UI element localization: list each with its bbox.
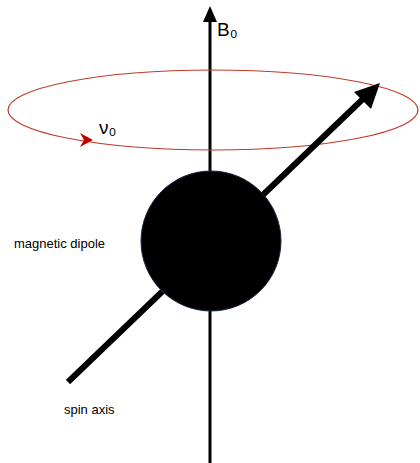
orbit-arrowhead xyxy=(80,133,93,147)
axis-label: spin axis xyxy=(64,403,115,417)
dipole-label: magnetic dipole xyxy=(14,237,105,251)
spin-axis xyxy=(68,96,366,382)
precession-orbit xyxy=(8,70,418,150)
field-label: B₀ xyxy=(217,20,238,41)
frequency-label: ν₀ xyxy=(97,118,118,139)
spin-arrowhead xyxy=(354,83,380,109)
field-arrowhead xyxy=(203,6,217,22)
magnetic-dipole xyxy=(141,171,281,311)
